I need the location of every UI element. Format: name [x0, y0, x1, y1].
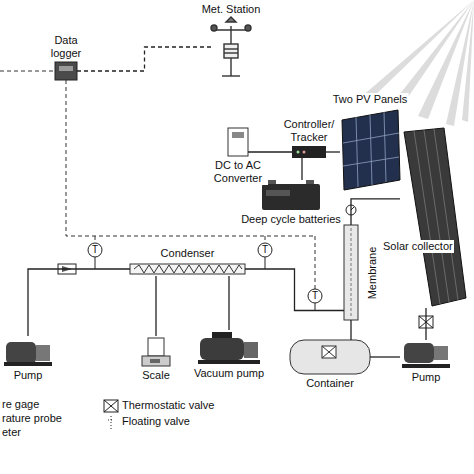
- container: Container: [290, 340, 370, 374]
- legend-text: Thermostatic valve: [122, 399, 214, 412]
- battery: Deep cycle batteries: [262, 180, 320, 210]
- component-label: Solar collector: [382, 240, 454, 253]
- vacuum-pump: [198, 332, 260, 364]
- pipe-line: [28, 269, 130, 336]
- pipe-line: [228, 276, 229, 330]
- pv-panel: Two PV Panels: [340, 108, 400, 188]
- condenser: Condenser: [130, 262, 245, 276]
- component-label: Membrane: [366, 245, 379, 300]
- data-logger: Data logger: [55, 62, 77, 80]
- component-label: Met. Station: [201, 3, 262, 16]
- pv-panel: [342, 110, 400, 190]
- legend-text: eter: [2, 426, 21, 439]
- pipe-line: [155, 276, 156, 336]
- scale: [142, 338, 170, 366]
- probe-label: T: [308, 289, 322, 303]
- component-label: DC to AC Converter: [208, 159, 268, 185]
- solar-collector: Solar collector: [400, 128, 466, 308]
- signal-wires: [0, 71, 315, 289]
- component-label: Deep cycle batteries: [240, 213, 342, 226]
- container: [290, 340, 370, 374]
- battery: [262, 180, 320, 210]
- pipe-line: [245, 269, 344, 311]
- sun-rays: [360, 0, 474, 126]
- pump: Pump: [400, 340, 452, 368]
- component-label: Container: [305, 377, 355, 390]
- component-label: Controller/ Tracker: [278, 118, 340, 144]
- pipe-line: [301, 158, 302, 180]
- probe-label: T: [258, 243, 272, 257]
- pipe-line: [425, 308, 426, 340]
- legend-symbols: [104, 400, 118, 429]
- data-logger: [55, 62, 77, 80]
- controller: [292, 146, 326, 158]
- scale: Scale: [142, 336, 170, 366]
- pipe-line: [350, 320, 351, 340]
- probe-label: T: [88, 243, 102, 257]
- pipe-line: [248, 151, 292, 152]
- component-label: Pump: [411, 371, 442, 384]
- component-label: Condenser: [160, 247, 216, 260]
- legend-text: rature probe: [2, 412, 62, 425]
- weather-station: Met. Station: [212, 18, 250, 76]
- controller: Controller/ Tracker: [292, 146, 326, 158]
- component-label: Data logger: [43, 34, 89, 60]
- pump-right: [402, 343, 450, 368]
- converter: [228, 128, 248, 156]
- pipe-line: [326, 151, 340, 152]
- weather-station: [211, 17, 251, 76]
- pump: Pump: [2, 336, 54, 366]
- membrane-module: Membrane: [344, 225, 358, 320]
- component-label: Two PV Panels: [332, 93, 409, 106]
- solar-collector: [404, 128, 466, 306]
- signal-line: [77, 47, 212, 71]
- legend-text: re gage: [2, 398, 39, 411]
- component-label: Vacuum pump: [193, 367, 265, 380]
- pump-left: [4, 342, 52, 366]
- membrane-module: [344, 225, 358, 320]
- component-label: Scale: [141, 369, 171, 382]
- legend-text: Floating valve: [122, 415, 190, 428]
- pipe-line: [351, 199, 400, 225]
- component-label: Pump: [13, 369, 44, 382]
- vacuum-pump: Vacuum pump: [198, 330, 260, 364]
- condenser: [130, 264, 245, 274]
- temperature-probes: [88, 243, 322, 310]
- converter: DC to AC Converter: [228, 128, 248, 156]
- pipe-line: [370, 356, 400, 357]
